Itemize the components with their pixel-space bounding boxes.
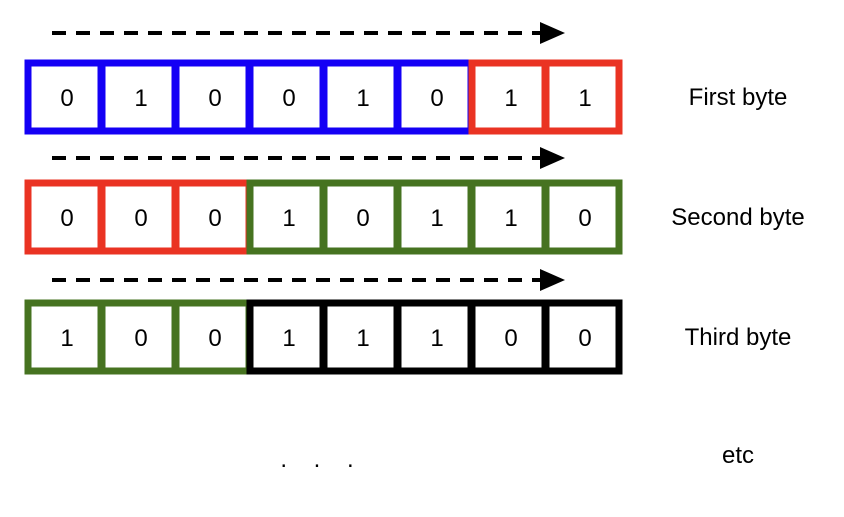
byte-label: Second byte [671,204,804,231]
arrow-head-icon [540,269,565,291]
bit-cell [542,299,623,375]
bit-value: 0 [208,205,221,232]
third-byte-row: 1 0 0 1 1 1 0 0 Third byte [24,269,792,375]
bit-value: 1 [504,85,517,112]
bit-value: 1 [430,205,443,232]
bit-value: 0 [60,85,73,112]
bit-value: 1 [356,85,369,112]
bit-value: 0 [282,85,295,112]
bit-value: 1 [282,325,295,352]
bit-value: 1 [430,325,443,352]
bit-cell [542,179,623,255]
bit-value: 1 [356,325,369,352]
bit-cell [468,299,549,375]
bit-cell [320,179,401,255]
bit-value: 0 [134,205,147,232]
bit-value: 1 [282,205,295,232]
bit-value: 0 [356,205,369,232]
bit-value: 1 [578,85,591,112]
arrow-head-icon [540,22,565,44]
bit-cell [394,299,475,375]
bit-cell [172,179,253,255]
ellipsis: . . . [280,446,363,473]
bit-value: 0 [578,325,591,352]
bit-value: 1 [60,325,73,352]
bit-value: 0 [430,85,443,112]
bit-value: 0 [208,325,221,352]
first-byte-row: 0 1 0 0 1 0 1 1 First byte [24,22,788,135]
etc-label: etc [722,442,754,469]
bit-value: 1 [504,205,517,232]
bit-cell [394,59,475,135]
arrow-head-icon [540,147,565,169]
byte-label: First byte [689,84,788,111]
bit-value: 0 [208,85,221,112]
byte-label: Third byte [685,324,792,351]
bit-cell [542,59,623,135]
bit-cell [246,299,327,375]
bit-value: 0 [504,325,517,352]
bit-cell [246,59,327,135]
bit-value: 0 [60,205,73,232]
second-byte-row: 0 0 0 1 0 1 1 0 Second byte [24,147,805,255]
bit-cell [24,299,105,375]
bit-value: 0 [578,205,591,232]
bit-value: 0 [134,325,147,352]
bit-value: 1 [134,85,147,112]
